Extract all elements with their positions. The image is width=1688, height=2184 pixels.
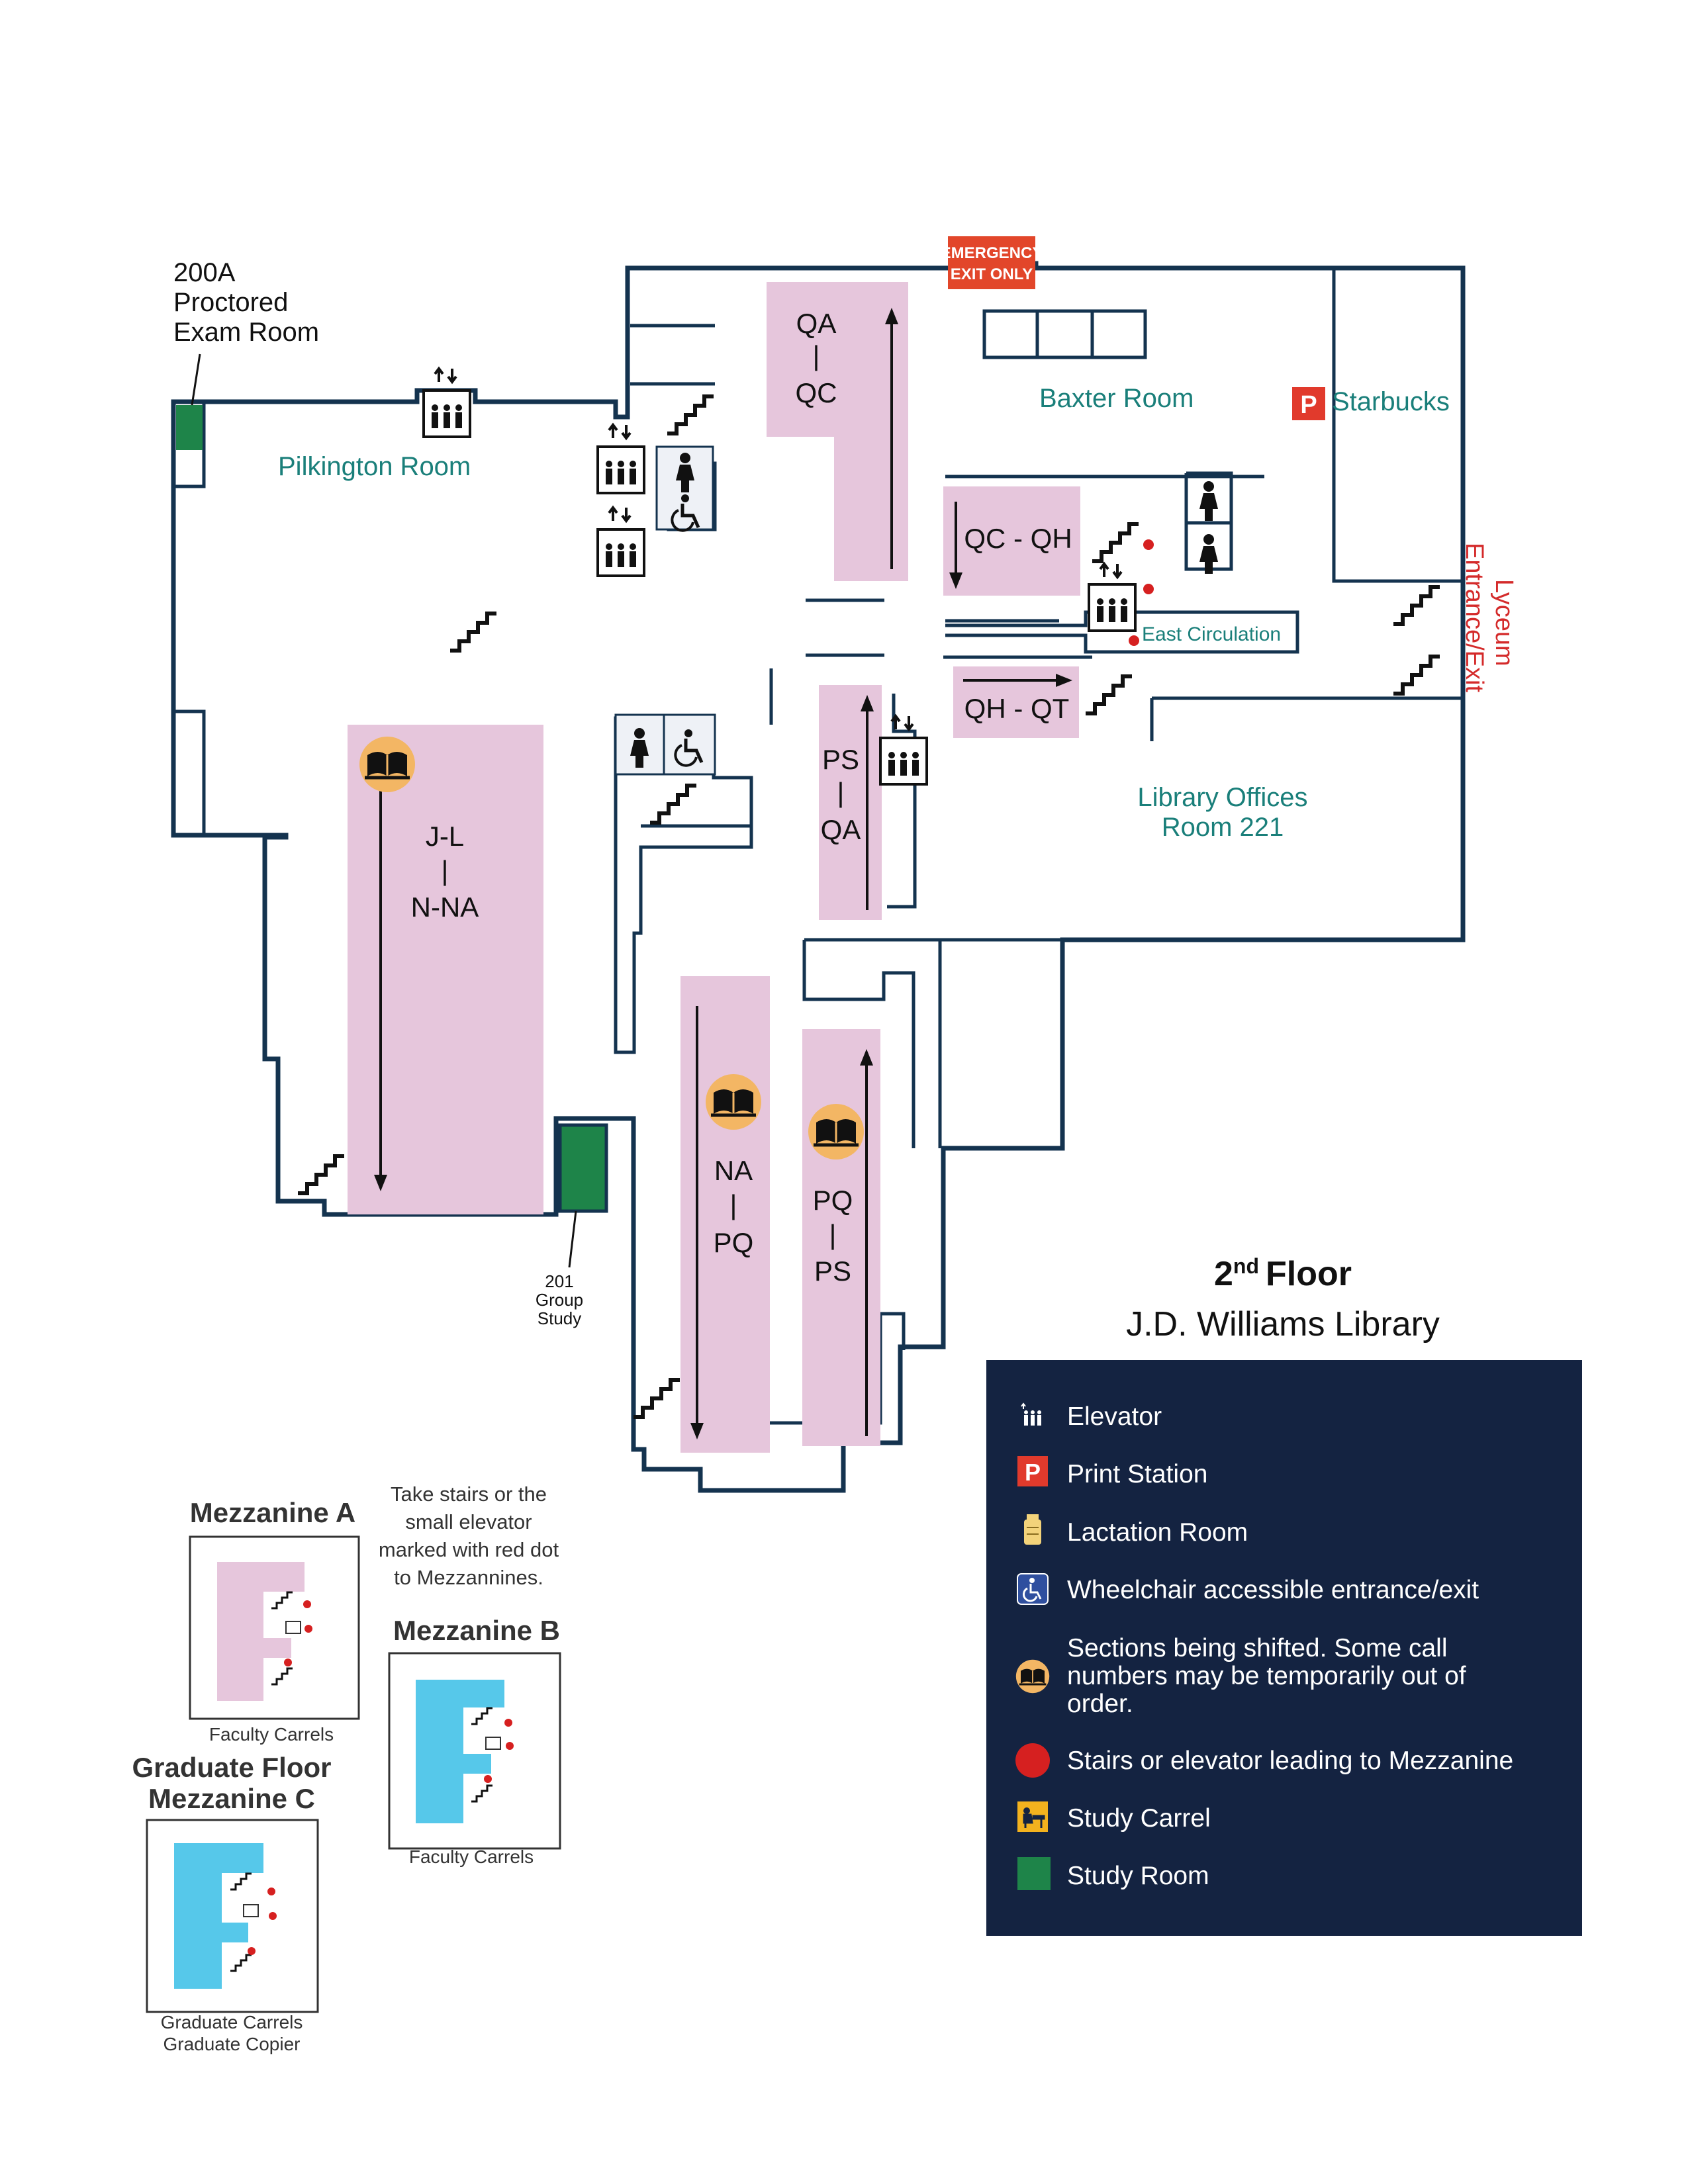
legend-label-print-station: Print Station [1067, 1460, 1207, 1488]
library-name: J.D. Williams Library [1126, 1305, 1440, 1343]
mez-note-1: Take stairs or the [391, 1482, 547, 1506]
call-pq-ps-2: | [829, 1219, 837, 1250]
stack-qa-qc [767, 282, 908, 581]
print-station-icon: P [1292, 387, 1325, 420]
legend-lactation-room-icon [1024, 1514, 1041, 1545]
direction-arrows [374, 308, 1072, 1439]
exam-room-leader [191, 353, 201, 406]
mezzanine-c-inset: Graduate Floor Mezzanine C Graduate Carr… [132, 1752, 331, 2054]
mez-note-4: to Mezzannines. [394, 1566, 543, 1589]
legend-label-lactation-room: Lactation Room [1067, 1518, 1248, 1547]
call-ps-qa-1: PS [822, 744, 859, 775]
call-jl-nna-3: N-NA [411, 891, 479, 923]
group-study-label-1: 201 [545, 1271, 573, 1291]
emergency-exit-line2: EXIT ONLY [951, 265, 1033, 283]
lyceum-label-1: Lyceum [1490, 579, 1518, 666]
legend: P Elevator Print Stati [986, 1360, 1582, 1936]
legend-print-station-icon: P [1017, 1456, 1048, 1486]
mezzanine-a-caption: Faculty Carrels [209, 1724, 334, 1745]
east-circulation-label: East Circulation [1142, 623, 1281, 645]
svg-text:P: P [1025, 1459, 1041, 1486]
legend-label-elevator: Elevator [1067, 1402, 1162, 1431]
mezzanine-c-caption-1: Graduate Carrels [161, 2012, 303, 2032]
call-qh-qt: QH - QT [964, 693, 1070, 724]
study-room-201 [558, 1123, 608, 1213]
mezzanine-c-title-1: Graduate Floor [132, 1752, 331, 1783]
mezzanine-b-title: Mezzanine B [393, 1615, 560, 1646]
call-number-labels: QA | QC QC - QH QH - QT PS | QA J-L | N-… [411, 308, 1072, 1287]
call-qa-qc-1: QA [796, 308, 837, 339]
legend-label-shifted-3: order. [1067, 1690, 1133, 1718]
mezzanine-a-inset: Mezzanine A Faculty Carrels [189, 1497, 360, 1745]
restroom-icons [614, 445, 1218, 776]
stack-qc-qh [943, 486, 1080, 596]
group-study-label-3: Study [538, 1308, 582, 1328]
mezzanine-b-inset: Mezzanine B Faculty Carrels [388, 1615, 561, 1867]
call-qa-qc-3: QC [796, 377, 837, 408]
study-room-200a [176, 405, 203, 450]
call-ps-qa-2: | [837, 777, 845, 808]
call-pq-ps-1: PQ [813, 1185, 853, 1216]
call-ps-qa-3: QA [821, 814, 861, 845]
starbucks-label: Starbucks [1332, 387, 1450, 416]
legend-red-dot-icon [1015, 1743, 1050, 1778]
legend-wheelchair-icon [1017, 1573, 1049, 1605]
mezzanine-red-dots [1129, 539, 1154, 646]
exam-room-label-1: 200A [173, 258, 236, 287]
group-study-label-2: Group [536, 1290, 583, 1310]
legend-label-wheelchair: Wheelchair accessible entrance/exit [1067, 1576, 1479, 1604]
stack-na-pq [680, 976, 770, 1453]
legend-label-shifted-2: numbers may be temporarily out of [1067, 1662, 1466, 1690]
exam-room-label-2: Proctored [173, 288, 288, 317]
mezzanine-b-caption: Faculty Carrels [409, 1846, 534, 1867]
library-offices-label-1: Library Offices [1137, 783, 1307, 812]
legend-label-study-carrel: Study Carrel [1067, 1804, 1211, 1833]
legend-label-study-room: Study Room [1067, 1862, 1209, 1890]
library-offices-label-2: Room 221 [1162, 813, 1284, 842]
room-labels: 200A Proctored Exam Room Pilkington Room… [173, 258, 1518, 1328]
stack-j-l-n-na [348, 725, 543, 1214]
emergency-exit-sign: EMERGENCY EXIT ONLY [941, 236, 1043, 289]
west-wing-outline [171, 261, 1466, 1493]
legend-book-icon [1015, 1659, 1051, 1694]
legend-study-carrel-icon [1017, 1801, 1048, 1832]
legend-study-room-icon [1017, 1857, 1051, 1890]
mez-note-3: marked with red dot [379, 1538, 559, 1561]
emergency-exit-line1: EMERGENCY [941, 244, 1043, 262]
call-qc-qh: QC - QH [964, 523, 1072, 554]
legend-label-red-dot: Stairs or elevator leading to Mezzanine [1067, 1747, 1513, 1775]
call-qa-qc-2: | [813, 340, 820, 371]
legend-label-shifted-1: Sections being shifted. Some call [1067, 1634, 1448, 1662]
walls [171, 261, 1466, 1493]
stack-pq-ps [802, 1029, 880, 1446]
mezzanine-a-title: Mezzanine A [190, 1497, 355, 1528]
exam-room-label-3: Exam Room [173, 318, 319, 347]
mezzanine-c-caption-2: Graduate Copier [163, 2034, 300, 2054]
call-na-pq-1: NA [714, 1155, 753, 1186]
mez-note-2: small elevator [405, 1510, 532, 1533]
legend-elevator-icon [1019, 1402, 1046, 1430]
group-study-leader [568, 1210, 577, 1268]
call-pq-ps-3: PS [814, 1255, 851, 1287]
svg-text:P: P [1300, 391, 1317, 419]
call-na-pq-3: PQ [714, 1227, 754, 1258]
lyceum-label-2: Entrance/Exit [1460, 543, 1488, 692]
stack-ps-qa [819, 685, 882, 920]
call-na-pq-2: | [730, 1189, 737, 1220]
mezzanine-note: Take stairs or the small elevator marked… [379, 1482, 559, 1589]
call-jl-nna-2: | [442, 855, 449, 886]
baxter-room-label: Baxter Room [1039, 384, 1194, 413]
mezzanine-c-title-2: Mezzanine C [148, 1783, 315, 1814]
call-jl-nna-1: J-L [426, 821, 464, 852]
pilkington-room-label: Pilkington Room [278, 452, 471, 481]
